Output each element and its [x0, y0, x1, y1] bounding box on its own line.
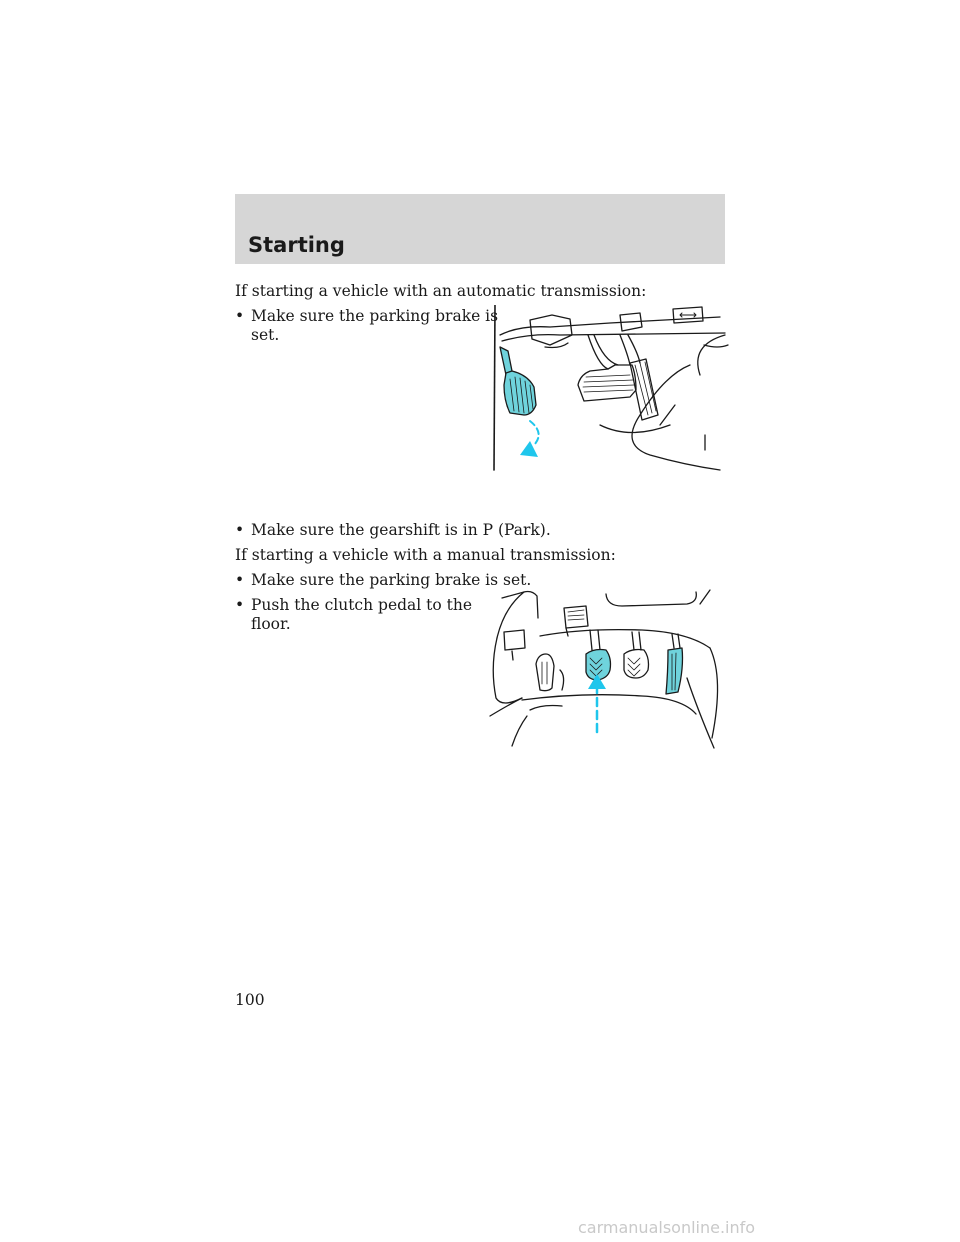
- bullet-parking-brake-manual: • Make sure the parking brake is set.: [235, 571, 531, 590]
- parking-brake-pedal-illustration: [493, 305, 729, 471]
- intro-automatic: If starting a vehicle with an automatic …: [235, 282, 647, 300]
- bullet-text-line1: Make sure the parking brake is: [251, 307, 499, 325]
- intro-manual: If starting a vehicle with a manual tran…: [235, 546, 616, 564]
- bullet-text: Make sure the parking brake is set.: [251, 571, 532, 589]
- bullet-push-clutch: • Push the clutch pedal to the floor.: [235, 596, 472, 634]
- bullet-dot: •: [235, 571, 245, 589]
- bullet-dot: •: [235, 596, 245, 614]
- watermark: carmanualsonline.info: [578, 1218, 756, 1237]
- bullet-text-line1: Push the clutch pedal to the: [251, 596, 473, 614]
- section-title: Starting: [248, 233, 345, 257]
- bullet-dot: •: [235, 521, 245, 539]
- bullet-gearshift-park: • Make sure the gearshift is in P (Park)…: [235, 521, 551, 540]
- clutch-pedal-illustration: [489, 589, 719, 749]
- bullet-parking-brake-auto: • Make sure the parking brake is set.: [235, 307, 498, 345]
- page-number: 100: [235, 991, 265, 1009]
- section-header-band: [235, 194, 725, 264]
- bullet-dot: •: [235, 307, 245, 325]
- bullet-text-line2: set.: [251, 326, 280, 344]
- bullet-text: Make sure the gearshift is in P (Park).: [251, 521, 551, 539]
- bullet-text-line2: floor.: [251, 615, 291, 633]
